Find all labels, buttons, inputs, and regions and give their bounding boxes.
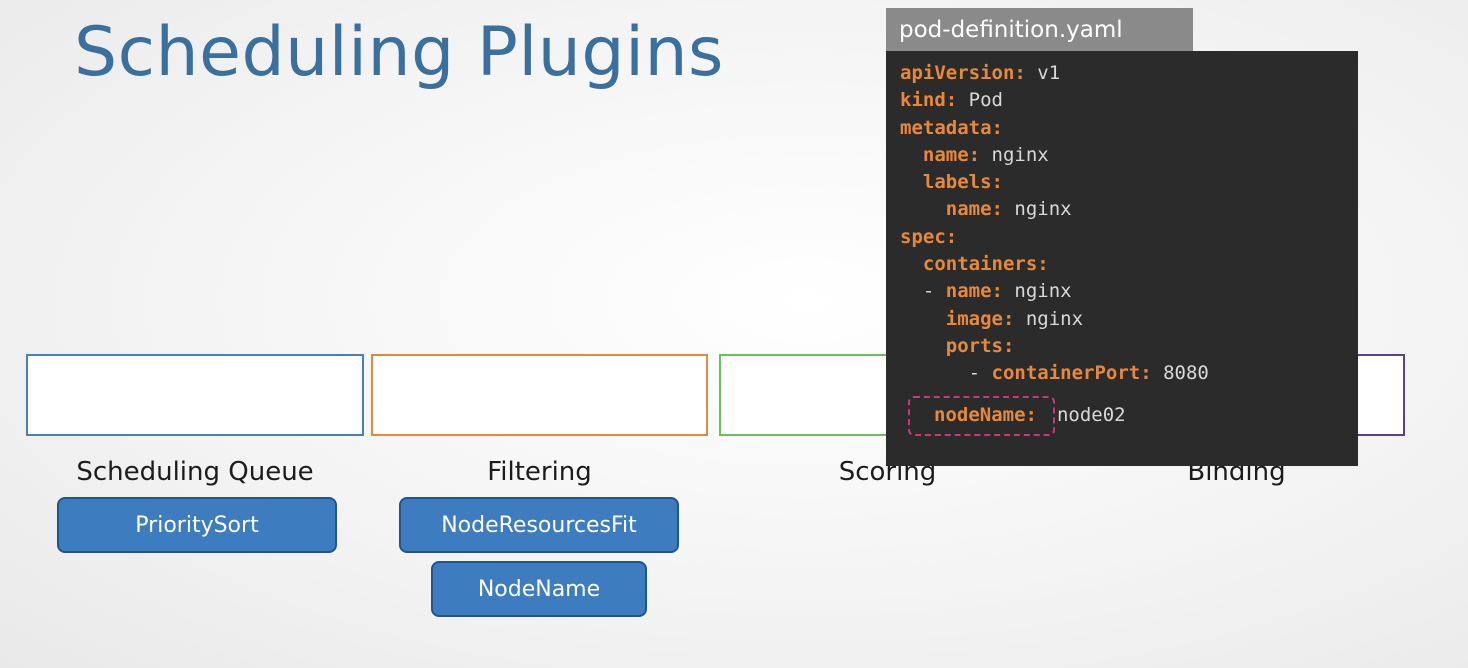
plugin-node-resources-fit: NodeResourcesFit	[399, 497, 679, 553]
yaml-indent	[900, 308, 946, 330]
yaml-key: containerPort:	[991, 362, 1152, 385]
stage-box-scheduling-queue	[26, 354, 364, 436]
yaml-value: nginx	[1002, 280, 1072, 303]
node-name-row: nodeName: node02	[908, 396, 1126, 436]
yaml-indent: -	[900, 280, 946, 303]
yaml-indent: -	[900, 362, 992, 385]
yaml-key: name:	[922, 143, 981, 166]
yaml-key: apiVersion:	[900, 62, 1026, 84]
yaml-line: spec:	[900, 224, 1358, 251]
yaml-line: image: nginx	[900, 306, 1358, 333]
yaml-line: containers:	[900, 251, 1358, 278]
yaml-value: Pod	[957, 89, 1003, 112]
stage-box-filtering	[371, 354, 708, 436]
yaml-value: v1	[1025, 62, 1061, 84]
plugin-node-name: NodeName	[431, 561, 647, 617]
node-name-value: node02	[1056, 404, 1126, 427]
stage-label-scheduling-queue: Scheduling Queue	[76, 457, 314, 487]
yaml-key: containers:	[922, 253, 1049, 276]
yaml-line: metadata:	[900, 115, 1358, 142]
stage-label-filtering: Filtering	[487, 457, 592, 487]
slide-title: Scheduling Plugins	[74, 13, 724, 92]
yaml-line: apiVersion: v1	[900, 60, 1358, 87]
yaml-key: labels:	[922, 171, 1003, 194]
yaml-value: nginx	[1002, 198, 1072, 221]
yaml-indent	[900, 198, 946, 220]
yaml-line: labels:	[900, 169, 1358, 196]
yaml-key: spec:	[900, 225, 958, 248]
yaml-key: name:	[945, 198, 1003, 221]
node-name-key-highlight: nodeName:	[908, 396, 1055, 436]
yaml-line: - containerPort: 8080	[900, 360, 1358, 387]
yaml-value: 8080	[1151, 362, 1209, 385]
yaml-line: kind: Pod	[900, 87, 1358, 114]
yaml-line: name: nginx	[900, 142, 1358, 169]
yaml-line: name: nginx	[900, 196, 1358, 223]
yaml-key: name:	[945, 280, 1003, 303]
yaml-key: kind:	[900, 89, 958, 112]
yaml-key: ports:	[945, 334, 1015, 357]
plugin-priority-sort: PrioritySort	[57, 497, 337, 553]
yaml-value: nginx	[1014, 307, 1084, 330]
yaml-key: image:	[945, 307, 1015, 330]
yaml-indent	[900, 144, 923, 166]
yaml-line: - name: nginx	[900, 278, 1358, 305]
yaml-indent	[900, 335, 946, 357]
yaml-value: nginx	[980, 143, 1049, 166]
yaml-line: ports:	[900, 333, 1358, 360]
yaml-indent	[900, 253, 923, 275]
yaml-file-tab: pod-definition.yaml	[886, 8, 1193, 51]
yaml-indent	[900, 171, 923, 193]
yaml-key: metadata:	[900, 116, 1003, 139]
